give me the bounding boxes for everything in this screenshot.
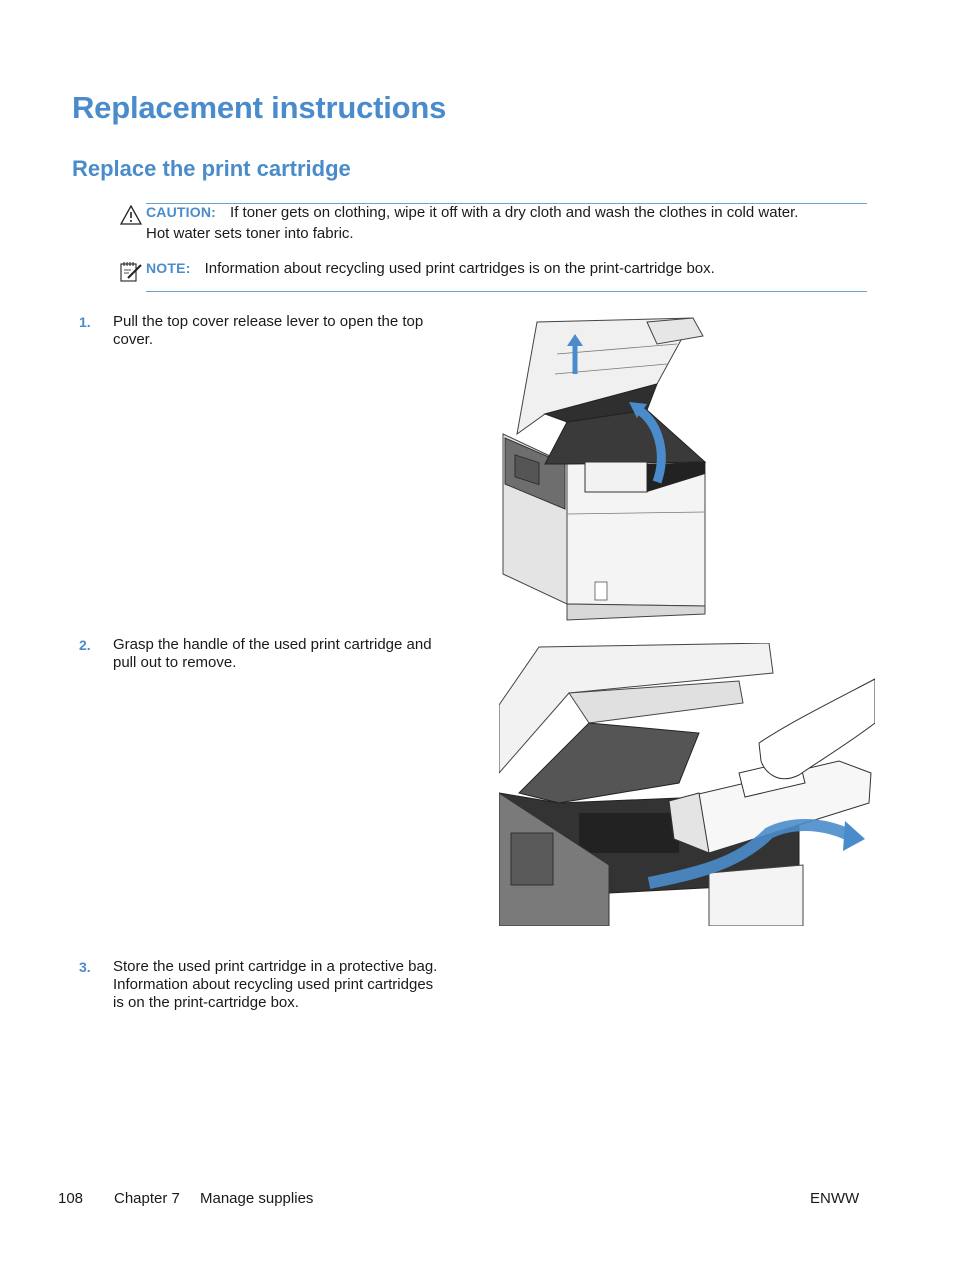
caution-block: CAUTION: If toner gets on clothing, wipe … — [146, 202, 866, 244]
figure-open-top-cover — [502, 317, 707, 621]
footer-section: Manage supplies — [200, 1190, 314, 1207]
step-2-number: 2. — [79, 637, 91, 653]
note-pad-icon — [120, 262, 142, 282]
footer-right-label: ENWW — [810, 1190, 860, 1207]
note-label: NOTE: — [146, 260, 191, 276]
warning-triangle-icon — [120, 205, 142, 225]
caution-label: CAUTION: — [146, 204, 217, 220]
callout-top-rule — [146, 203, 867, 204]
note-block: NOTE: Information about recycling used pr… — [146, 258, 866, 279]
footer-chapter: Chapter 7 — [114, 1190, 180, 1207]
step-1-text: Pull the top cover release lever to open… — [113, 313, 424, 348]
section-title: Replace the print cartridge — [72, 156, 351, 181]
page-number: 108 — [58, 1190, 84, 1207]
step-2-text: Grasp the handle of the used print cartr… — [113, 636, 432, 671]
caution-text-line1: If toner gets on clothing, wipe it off w… — [230, 204, 799, 221]
callout-bottom-rule — [146, 291, 867, 292]
caution-text-line2: Hot water sets toner into fabric. — [146, 225, 354, 242]
page-title: Replacement instructions — [72, 90, 447, 125]
step-3-text: Store the used print cartridge in a prot… — [113, 958, 438, 1011]
note-text: Information about recycling used print c… — [204, 260, 715, 277]
step-1-number: 1. — [79, 314, 91, 330]
figure-remove-cartridge — [499, 643, 875, 926]
step-3-number: 3. — [79, 959, 91, 975]
